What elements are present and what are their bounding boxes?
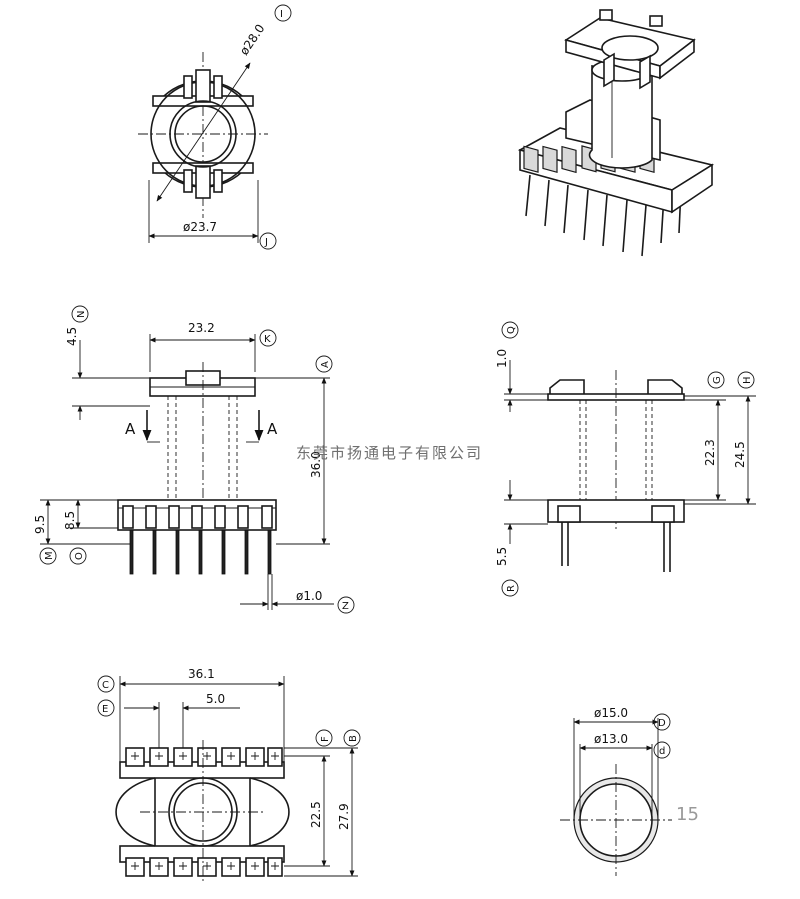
top-outer-diameter-tag: I [280, 9, 283, 20]
front-top-width-label: 23.2 [188, 321, 215, 335]
front-base-height-outer-tag: M [44, 551, 55, 560]
bottom-pin-pitch-tag: E [102, 704, 108, 715]
section-label-left: A [125, 420, 136, 438]
bottom-overall-width-tag: C [102, 680, 109, 691]
side-inner-height-tag: H [742, 376, 753, 384]
top-width-label: ø23.7 [183, 220, 217, 234]
front-view: A A 23.2 K [33, 305, 355, 614]
front-flange-height-label: 4.5 [65, 327, 79, 346]
tube-inner-diameter-label: ø13.0 [594, 732, 628, 746]
bottom-overall-width-label: 36.1 [188, 667, 215, 681]
page-number: 15 [676, 804, 699, 825]
side-view: 1.0 Q 22.3 24.5 G H 5.5 R [495, 321, 756, 597]
top-width-tag: J [264, 237, 268, 248]
front-overall-height-label: 36.0 [309, 451, 323, 478]
section-label-right: A [267, 420, 278, 438]
front-base-height-outer-label: 9.5 [33, 515, 47, 534]
isometric-view [517, 9, 715, 257]
front-top-width-tag: K [264, 334, 271, 345]
top-outer-diameter-label: ø28.0 [237, 22, 268, 58]
bottom-row-spacing-tag: F [320, 736, 331, 742]
front-base-height-inner-label: 8.5 [63, 511, 77, 530]
front-overall-height-tag: A [320, 361, 331, 368]
bottom-pin-pitch-label: 5.0 [206, 692, 225, 706]
top-view: ø28.0 I ø23.7 J [138, 4, 292, 250]
side-pin-length-label: 5.5 [495, 547, 509, 566]
pin-diameter-label: ø1.0 [296, 589, 322, 603]
pin-diameter-tag: Z [342, 601, 349, 612]
company-watermark: 东莞市扬通电子有限公司 [296, 444, 483, 462]
side-pin-length-tag: R [506, 585, 517, 592]
tube-view: ø15.0 ø13.0 D d [560, 706, 672, 876]
tube-inner-diameter-tag: d [659, 746, 665, 757]
bottom-overall-depth-label: 27.9 [337, 803, 351, 830]
side-flange-thickness-tag: Q [506, 326, 517, 334]
bottom-overall-depth-tag: B [348, 735, 359, 742]
front-flange-height-tag: N [76, 311, 87, 318]
bottom-view: 36.1 C 5.0 E 22.5 27.9 F B [97, 667, 361, 884]
bottom-row-spacing-label: 22.5 [309, 801, 323, 828]
side-winding-height-tag: G [712, 376, 723, 384]
side-inner-height-label: 24.5 [733, 441, 747, 468]
front-base-height-inner-tag: O [74, 552, 85, 560]
side-winding-height-label: 22.3 [703, 439, 717, 466]
tube-outer-diameter-label: ø15.0 [594, 706, 628, 720]
side-flange-thickness-label: 1.0 [495, 349, 509, 368]
tube-outer-diameter-tag: D [658, 718, 666, 729]
